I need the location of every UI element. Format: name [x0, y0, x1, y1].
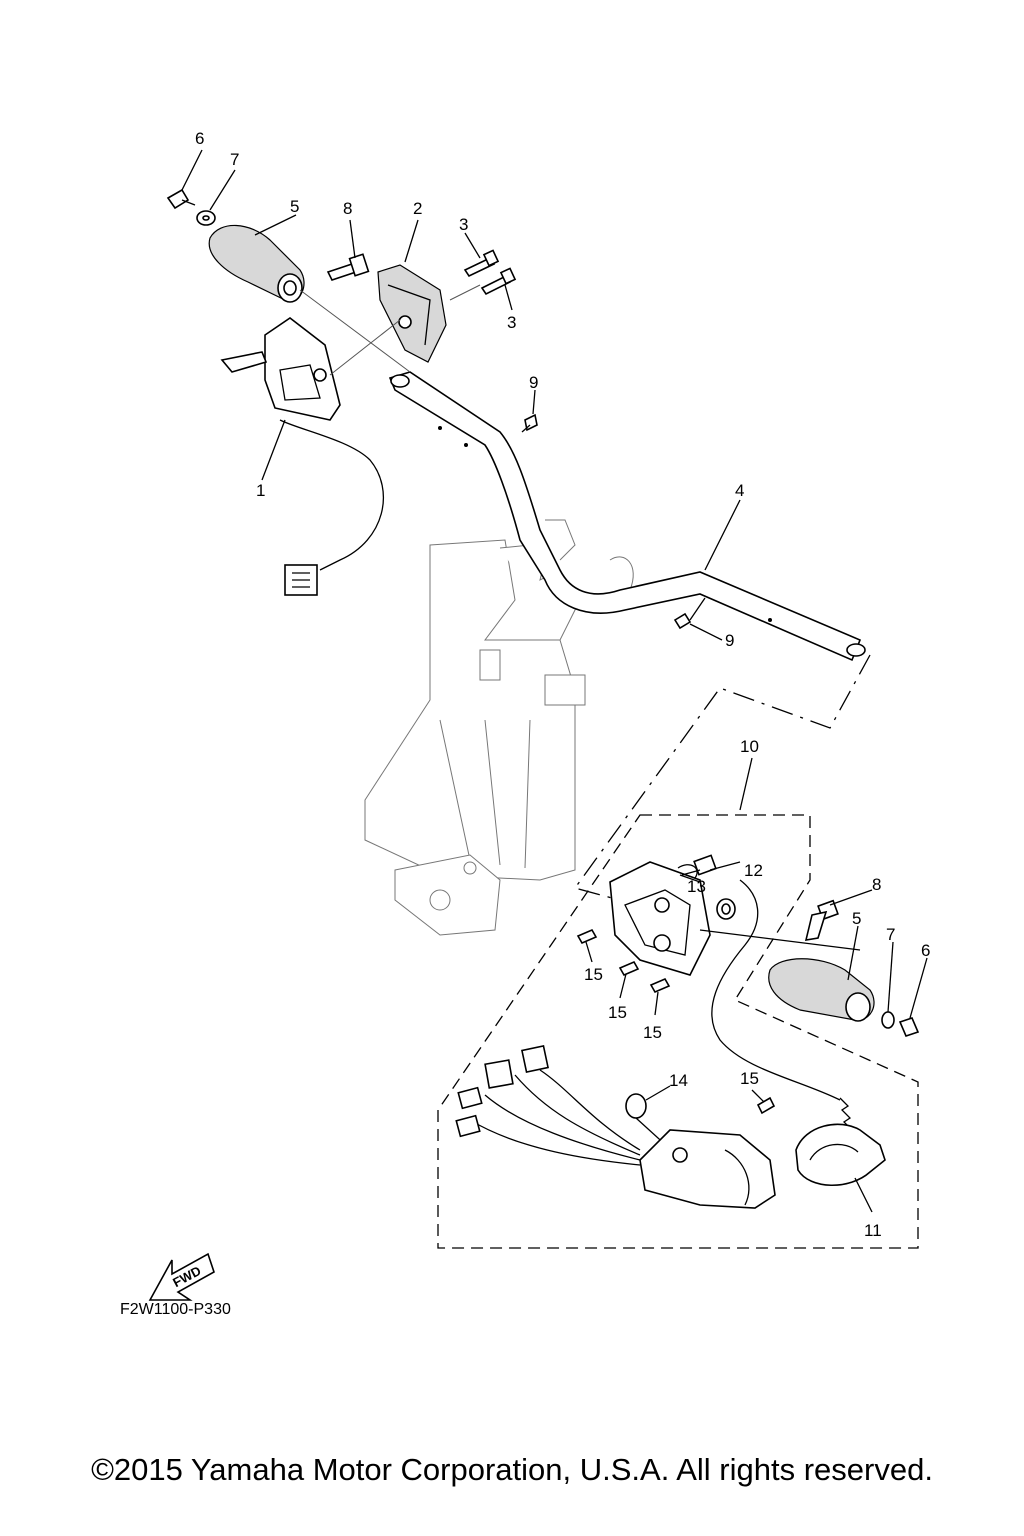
assembly-boundary — [437, 814, 919, 1249]
callout-9a: 9 — [529, 373, 538, 392]
callout-14: 14 — [669, 1071, 688, 1090]
left-switch-housing — [220, 317, 384, 596]
callout-11: 11 — [864, 1221, 882, 1240]
callout-13: 13 — [687, 877, 706, 896]
callout-1: 1 — [256, 481, 265, 500]
leader-lines — [181, 149, 928, 1213]
upper-fasteners — [166, 188, 706, 630]
right-switch-bracket — [377, 264, 447, 363]
callout-labels: 6 7 5 8 2 3 3 9 1 4 9 10 12 13 8 5 7 6 1… — [195, 129, 930, 1240]
callout-5: 5 — [290, 197, 299, 216]
callout-15a: 15 — [584, 965, 603, 984]
part-code: F2W1100-P330 — [120, 1301, 231, 1318]
callout-12: 12 — [744, 861, 763, 880]
steering-column-ghost — [364, 519, 634, 936]
callout-15d: 15 — [740, 1069, 759, 1088]
right-switch-assembly — [455, 854, 886, 1209]
assembly-chain-line — [573, 654, 871, 899]
callout-6b: 6 — [921, 941, 930, 960]
callout-6: 6 — [195, 129, 204, 148]
callout-3a: 3 — [459, 215, 468, 234]
callout-7b: 7 — [886, 925, 895, 944]
callout-9b: 9 — [725, 631, 734, 650]
left-grip — [208, 224, 305, 303]
callout-15b: 15 — [608, 1003, 627, 1022]
callout-5b: 5 — [852, 909, 861, 928]
copyright-footer: ©2015 Yamaha Motor Corporation, U.S.A. A… — [91, 1452, 933, 1487]
callout-7: 7 — [230, 150, 239, 169]
callout-8: 8 — [343, 199, 352, 218]
callout-10: 10 — [740, 737, 759, 756]
callout-15c: 15 — [643, 1023, 662, 1042]
handlebar — [388, 371, 866, 662]
callout-8b: 8 — [872, 875, 881, 894]
callout-2: 2 — [413, 199, 422, 218]
fwd-arrow: FWD — [148, 1252, 215, 1301]
right-grip — [768, 899, 920, 1037]
callout-3b: 3 — [507, 313, 516, 332]
callout-4: 4 — [735, 481, 744, 500]
